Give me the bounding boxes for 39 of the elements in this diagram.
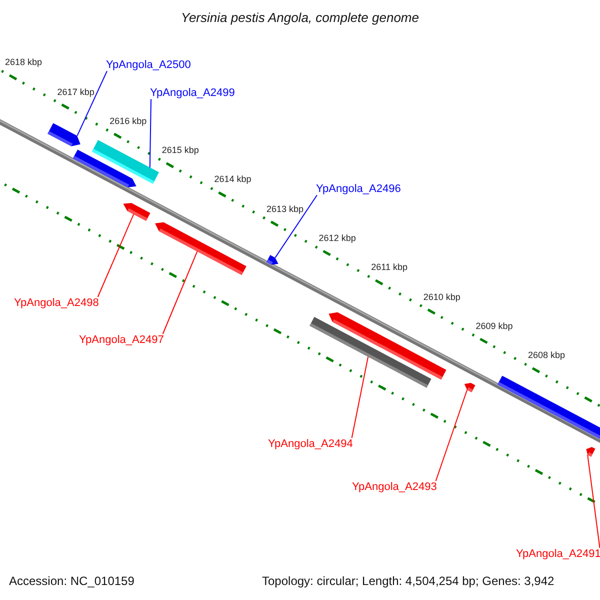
leader-line [274,194,318,258]
scale-label: 2609 kbp [476,322,513,332]
leader-line [97,214,134,298]
gene-label: YpAngola_A2498 [14,297,99,310]
leader-line [76,70,108,136]
gene-bar [586,447,596,457]
gene-bar [464,382,476,392]
scale-label: 2618 kbp [5,58,42,68]
leader-line [351,356,369,438]
scale-label: 2617 kbp [57,88,94,98]
scale-label: 2615 kbp [162,146,199,156]
gene-bar [328,312,446,380]
scale-label: 2612 kbp [318,234,356,244]
gene-label: YpAngola_A2497 [79,334,164,346]
gene-bar [155,222,246,275]
title: Yersinia pestis Angola, complete genome [180,11,420,26]
leader-line [162,250,198,334]
gene-label: YpAngola_A2500 [106,59,191,72]
leader-line [435,389,468,482]
gene-bar [498,376,600,440]
leader-line [149,98,152,168]
leader-line [587,454,600,548]
gene-bar [48,123,80,146]
gene-bar [92,140,159,184]
gene-label: YpAngola_A2499 [150,87,235,100]
gene-bar [266,255,278,265]
scale-label: 2608 kbp [528,351,566,362]
scale-label: 2611 kbp [371,263,408,274]
gene-label: YpAngola_A2491 [516,548,600,560]
footer-text: Accession: NC_010159 [9,575,134,588]
gene-label: YpAngola_A2493 [352,481,437,494]
scale-label: 2610 kbp [423,292,460,302]
scale-label: 2613 kbp [266,204,304,215]
footer-text: Topology: circular; Length: 4,504,254 bp; Genes: 3,942 [262,575,554,588]
gene-bar [123,203,150,221]
gene-label: YpAngola_A2496 [316,183,401,196]
gene-label: YpAngola_A2494 [268,438,353,450]
scale-label: 2616 kbp [110,116,147,127]
scale-label: 2614 kbp [214,175,252,186]
